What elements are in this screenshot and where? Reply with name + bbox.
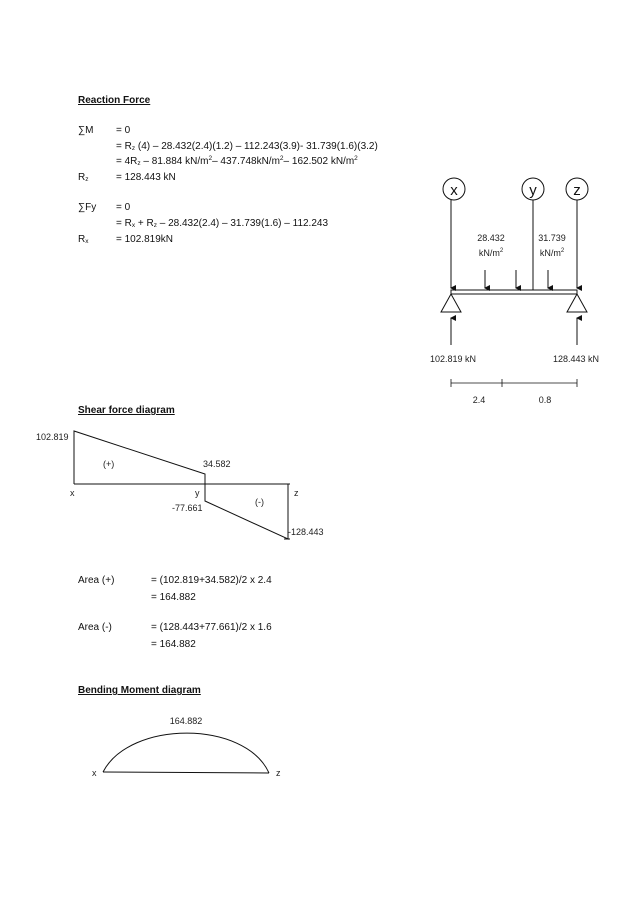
- load2-value: 31.739: [538, 233, 566, 243]
- shear-min-value: -128.443: [288, 527, 324, 537]
- moment-curve: [102, 732, 270, 774]
- shear-negative-region: [204, 484, 289, 540]
- shear-minus-label: (-): [255, 497, 264, 507]
- sum-m-label: ∑M: [78, 125, 94, 136]
- rx-value: = 102.819kN: [116, 234, 173, 245]
- bending-moment-heading: Bending Moment diagram: [78, 685, 201, 696]
- rz-label: Rz: [78, 172, 89, 183]
- span2-label: 0.8: [539, 395, 552, 405]
- shear-max-value: 102.819: [36, 432, 69, 442]
- span1-label: 2.4: [473, 395, 486, 405]
- shear-y-pos-value: 34.582: [203, 459, 231, 469]
- sum-m-line1: = 0: [116, 125, 131, 136]
- moment-z-label: z: [276, 768, 281, 778]
- shear-y-label: y: [195, 488, 200, 498]
- moment-baseline: [102, 771, 270, 774]
- rz-value: = 128.443 kN: [116, 172, 176, 183]
- shear-positive-region: [73, 430, 206, 484]
- point-z-label: z: [573, 182, 581, 199]
- area-minus-result: = 164.882: [151, 639, 196, 650]
- sum-fy-line1: = 0: [116, 202, 131, 213]
- moment-x-label: x: [92, 768, 97, 778]
- rx-label: Rx: [78, 234, 89, 245]
- area-plus-result: = 164.882: [151, 592, 196, 603]
- shear-y-neg-value: -77.661: [172, 503, 203, 513]
- area-minus-label: Area (-): [78, 622, 112, 633]
- beam: [450, 289, 578, 295]
- support-left: [440, 292, 462, 313]
- reaction-left-label: 102.819 kN: [430, 354, 476, 364]
- load2-unit: kN/m2: [540, 248, 565, 258]
- area-plus-label: Area (+): [78, 575, 115, 586]
- shear-plus-label: (+): [103, 459, 114, 469]
- sum-fy-line2: = Rx + Rz – 28.432(2.4) – 31.739(1.6) – …: [116, 218, 329, 229]
- reaction-right-label: 128.443 kN: [553, 354, 599, 364]
- point-y-label: y: [529, 182, 537, 199]
- moment-peak-value: 164.882: [170, 716, 203, 726]
- sum-m-line3: = 4Rz – 81.884 kN/m2– 437.748kN/m2– 162.…: [116, 155, 358, 167]
- point-x-circle: [442, 177, 466, 201]
- shear-x-label: x: [70, 488, 75, 498]
- shear-z-label: z: [294, 488, 299, 498]
- load1-unit: kN/m2: [479, 248, 504, 258]
- load1-value: 28.432: [477, 233, 505, 243]
- sum-m-line2: = Rz (4) – 28.432(2.4)(1.2) – 112.243(3.…: [116, 141, 378, 152]
- reaction-force-heading: Reaction Force: [78, 95, 151, 106]
- area-plus-equation: = (102.819+34.582)/2 x 2.4: [151, 575, 272, 586]
- point-x-label: x: [450, 182, 458, 199]
- sum-fy-label: ∑Fy: [78, 202, 97, 213]
- shear-force-heading: Shear force diagram: [78, 405, 175, 416]
- support-right: [566, 292, 588, 313]
- area-minus-equation: = (128.443+77.661)/2 x 1.6: [151, 622, 272, 633]
